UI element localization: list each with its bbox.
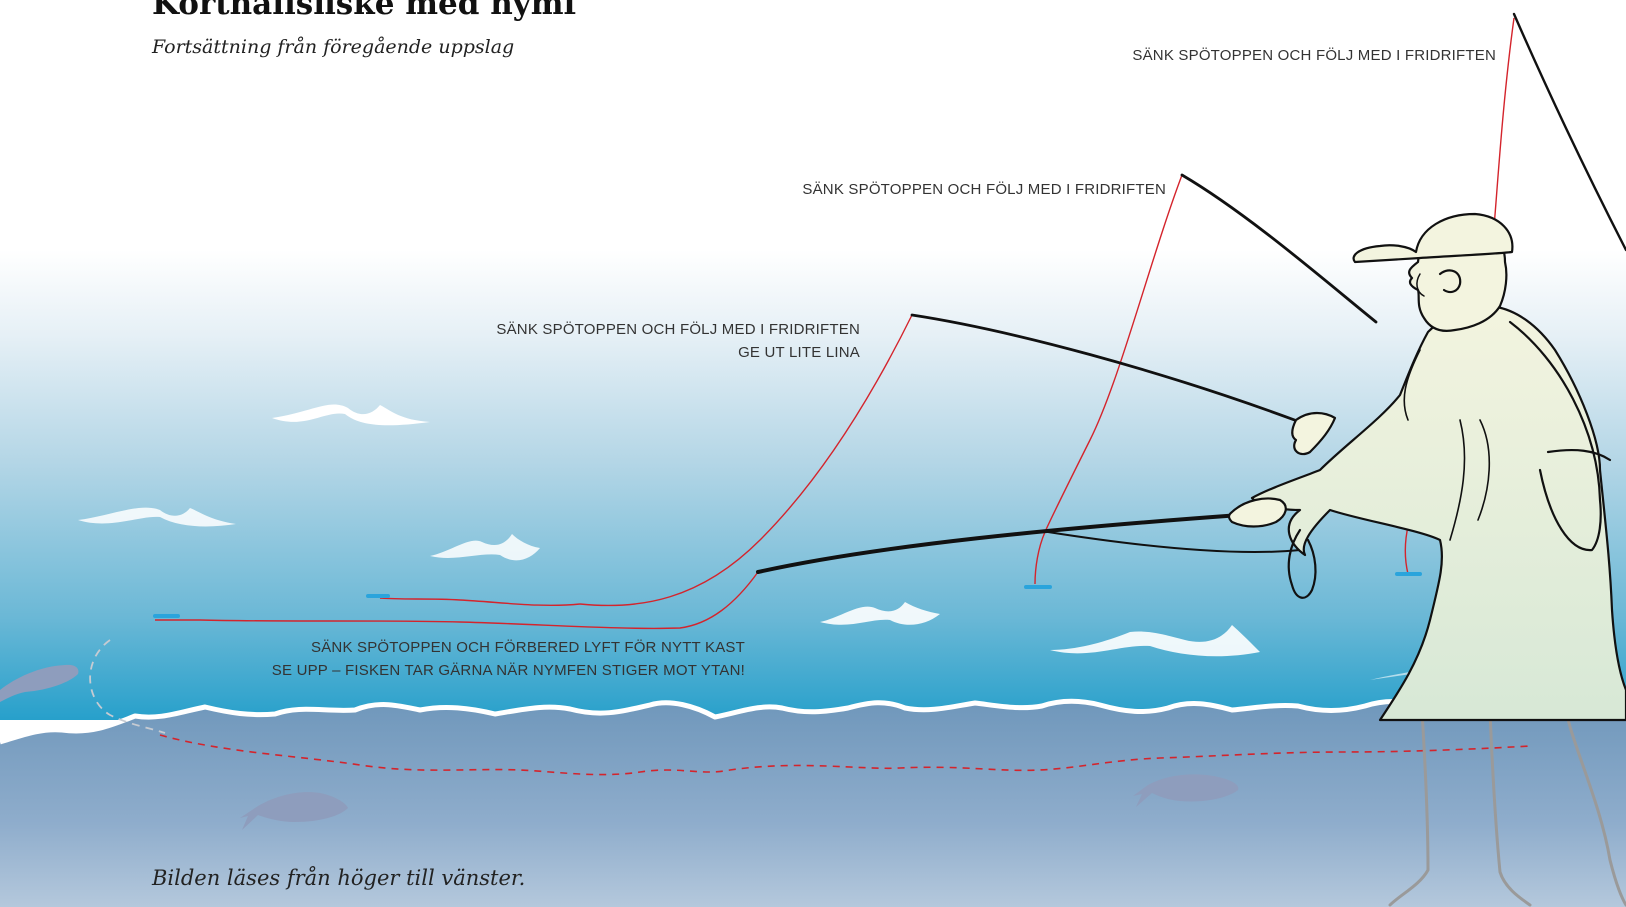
step2-label: SÄNK SPÖTOPPEN OCH FÖLJ MED I FRIDRIFTEN — [760, 178, 1166, 201]
page-subtitle: Fortsättning från föregående uppslag — [152, 36, 515, 58]
page-title: Korthållsfiske med nymf — [152, 0, 577, 22]
angler-hand-upper — [1291, 411, 1337, 456]
fishing-rods — [756, 12, 1626, 574]
step2-text: SÄNK SPÖTOPPEN OCH FÖLJ MED I FRIDRIFTEN — [802, 181, 1166, 198]
fish-left — [240, 792, 348, 830]
underwater — [0, 700, 1626, 907]
angler-legs — [1388, 703, 1626, 907]
reading-direction-caption: Bilden läses från höger till vänster. — [152, 866, 526, 890]
step1-label: SÄNK SPÖTOPPEN OCH FÖLJ MED I FRIDRIFTEN — [1090, 44, 1496, 67]
angler — [1227, 212, 1626, 907]
nymph-markers — [153, 572, 1422, 618]
step3-text-line2: GE UT LITE LINA — [738, 344, 860, 361]
angler-hand-lower — [1227, 497, 1287, 528]
step3-label: SÄNK SPÖTOPPEN OCH FÖLJ MED I FRIDRIFTEN… — [450, 318, 860, 364]
surface-wave — [0, 697, 1626, 745]
angler-cap — [1352, 212, 1514, 264]
step1-text: SÄNK SPÖTOPPEN OCH FÖLJ MED I FRIDRIFTEN — [1132, 47, 1496, 64]
fish-surface — [0, 664, 79, 702]
step4-text-line1: SÄNK SPÖTOPPEN OCH FÖRBERED LYFT FÖR NYT… — [311, 639, 745, 656]
fish-right — [1133, 774, 1239, 807]
step4-text-line2: SE UPP – FISKEN TAR GÄRNA NÄR NYMFEN STI… — [271, 662, 745, 679]
strike-arc — [89, 639, 166, 734]
step4-label: SÄNK SPÖTOPPEN OCH FÖRBERED LYFT FÖR NYT… — [200, 636, 745, 682]
step3-text-line1: SÄNK SPÖTOPPEN OCH FÖLJ MED I FRIDRIFTEN — [496, 321, 860, 338]
